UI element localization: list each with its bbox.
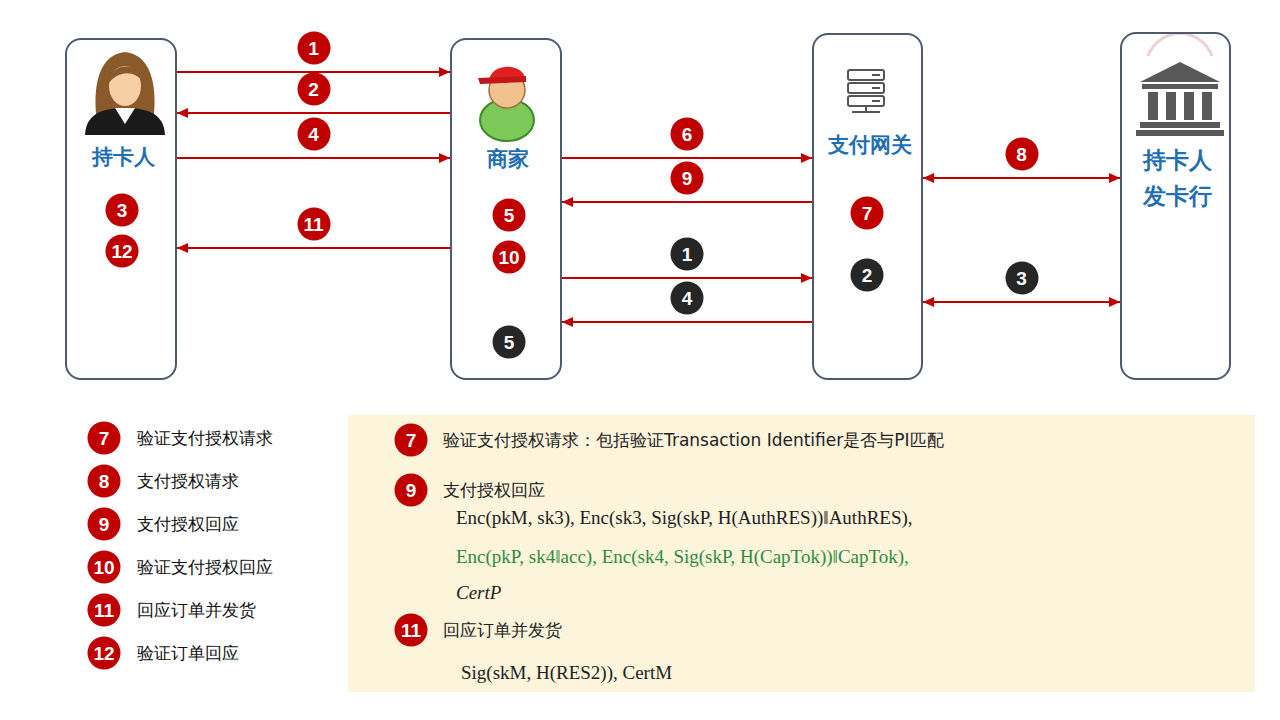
callout-number: 7 (395, 424, 428, 457)
callout-number: 7 (88, 422, 121, 455)
callout-text: 12 (93, 642, 114, 664)
step-number: 11 (297, 208, 330, 241)
callout-text: 8 (1016, 143, 1027, 165)
text-label: 回应订单并发货 (443, 619, 562, 642)
callout-number: 11 (88, 594, 121, 627)
callout-text: 7 (99, 427, 110, 449)
message-arrow (177, 157, 450, 159)
callout-text: 11 (94, 599, 114, 621)
callout-text: 6 (682, 123, 693, 145)
callout-text: 10 (93, 556, 114, 578)
callout-number: 9 (395, 474, 428, 507)
callout-text: 11 (401, 619, 421, 641)
step-number: 1 (297, 32, 330, 65)
message-arrow (562, 277, 812, 279)
step-number: 4 (297, 118, 330, 151)
text-label: 支付授权回应 (137, 513, 239, 536)
callout-text: 10 (498, 246, 519, 268)
callout-number: 7 (851, 197, 884, 230)
text-label: 验证支付授权回应 (137, 556, 273, 579)
step-number: 9 (671, 162, 704, 195)
text-label: 支付授权请求 (137, 470, 239, 493)
callout-text: 9 (682, 167, 693, 189)
callout-text: 4 (682, 287, 693, 309)
step-number: 8 (1005, 138, 1038, 171)
text-label: 验证支付授权请求 (137, 427, 273, 450)
callout-text: 3 (1016, 267, 1027, 289)
callout-text: 7 (862, 202, 873, 224)
merchant-icon (478, 67, 534, 141)
callout-text: 5 (504, 204, 515, 226)
callout-text: 1 (308, 37, 319, 59)
message-arrow (177, 112, 450, 114)
text-label: Enc(pkM, sk3), Enc(sk3, Sig(skP, H(AuthR… (456, 507, 913, 529)
text-label: 商家 (452, 145, 564, 173)
message-arrow (562, 201, 812, 203)
text-label: 验证支付授权请求：包括验证Transaction Identifier是否与PI… (443, 429, 944, 452)
callout-number: 5 (493, 199, 526, 232)
callout-number: 10 (88, 551, 121, 584)
callout-number: 10 (493, 241, 526, 274)
step-number: 3 (1005, 262, 1038, 295)
callout-number: 12 (106, 235, 139, 268)
text-label: 支付授权回应 (443, 479, 545, 502)
callout-text: 9 (406, 479, 417, 501)
step-number: 6 (671, 118, 704, 151)
text-label: Enc(pkP, sk4‖acc), Enc(sk4, Sig(skP, H(C… (456, 546, 909, 568)
callout-number: 2 (851, 259, 884, 292)
cardholder-icon (85, 52, 165, 135)
callout-number: 9 (88, 508, 121, 541)
text-label: 支付网关 (814, 131, 925, 159)
step-number: 1 (671, 238, 704, 271)
callout-number: 11 (395, 614, 428, 647)
callout-number: 5 (493, 326, 526, 359)
note-panel: 7 验证支付授权请求：包括验证Transaction Identifier是否与P… (348, 415, 1255, 692)
text-label: 持卡人 (67, 143, 179, 171)
callout-text: 11 (303, 213, 323, 235)
server-icon (848, 70, 884, 112)
text-label: 验证订单回应 (137, 642, 239, 665)
callout-text: 1 (682, 243, 693, 265)
callout-text: 4 (308, 123, 319, 145)
message-arrow (923, 301, 1120, 303)
text-label: 持卡人 发卡行 (1138, 142, 1218, 214)
text-label: CertP (456, 582, 501, 604)
message-arrow (177, 247, 450, 249)
message-arrow (923, 177, 1120, 179)
message-arrow (562, 157, 812, 159)
callout-text: 2 (862, 264, 873, 286)
callout-text: 8 (99, 470, 110, 492)
callout-text: 9 (99, 513, 110, 535)
callout-text: 2 (308, 78, 319, 100)
callout-number: 8 (88, 465, 121, 498)
text-label: 回应订单并发货 (137, 599, 256, 622)
party-box: 持卡人 发卡行 (1120, 32, 1231, 380)
callout-text: 3 (117, 199, 128, 221)
step-number: 2 (297, 73, 330, 106)
callout-text: 7 (406, 429, 417, 451)
callout-number: 12 (88, 637, 121, 670)
text-label: Sig(skM, H(RES2)), CertM (461, 662, 672, 684)
callout-text: 12 (111, 240, 132, 262)
bank-icon (1136, 33, 1224, 136)
callout-number: 3 (106, 194, 139, 227)
step-number: 4 (671, 282, 704, 315)
callout-text: 5 (504, 331, 515, 353)
message-arrow (562, 321, 812, 323)
